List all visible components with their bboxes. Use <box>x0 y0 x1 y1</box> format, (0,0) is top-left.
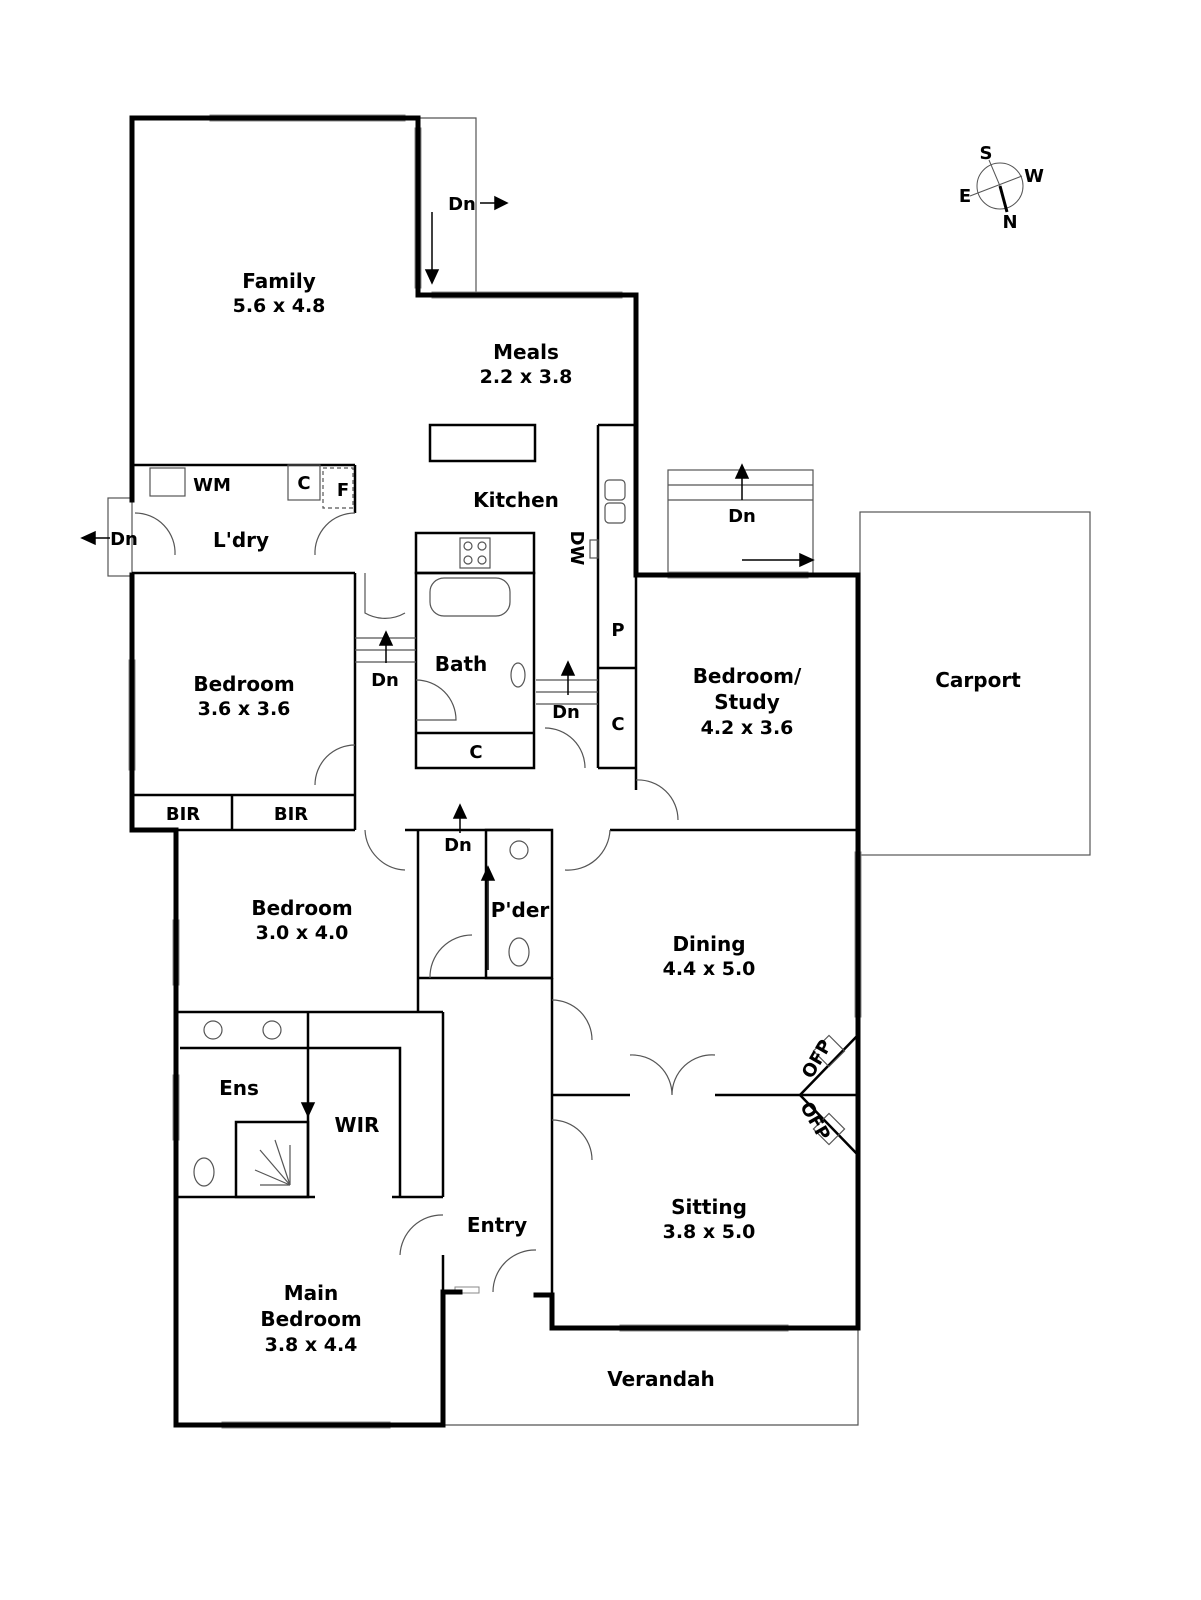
verandah-outline <box>443 1328 859 1426</box>
room-bath: Bath <box>435 652 488 676</box>
toilet-icon <box>193 1157 215 1187</box>
label-dn: Dn <box>110 529 138 550</box>
label-wm: WM <box>193 475 231 496</box>
label-dn: Dn <box>371 670 399 691</box>
room-verandah: Verandah <box>607 1367 715 1391</box>
label-cupboard: C <box>469 742 482 763</box>
label-bir: BIR <box>166 804 200 825</box>
sink-icon <box>604 502 626 524</box>
label-fridge: F <box>337 480 349 501</box>
basin-icon <box>509 840 529 860</box>
label-bir: BIR <box>274 804 308 825</box>
label-cupboard: C <box>297 473 310 494</box>
fixture-shapes <box>149 464 846 1187</box>
room-main-bedroom: Main <box>284 1281 339 1305</box>
label-dn: Dn <box>448 194 476 215</box>
washing-machine-shape <box>149 467 186 497</box>
compass-e: E <box>959 186 971 207</box>
compass-icon <box>969 159 1024 213</box>
basin-icon <box>510 662 526 688</box>
label-pantry: P <box>611 620 624 641</box>
room-bedroom1-dim: 3.6 x 3.6 <box>198 698 291 720</box>
toilet-icon <box>508 937 530 967</box>
room-ensuite: Ens <box>219 1076 259 1100</box>
room-main-bedroom-dim: 3.8 x 4.4 <box>265 1334 358 1356</box>
room-study-dim: 4.2 x 3.6 <box>701 717 794 739</box>
label-cupboard: C <box>611 714 624 735</box>
room-study-2: Study <box>714 690 780 714</box>
label-dn: Dn <box>552 702 580 723</box>
room-carport: Carport <box>935 668 1021 692</box>
compass-labels: S W E N <box>959 143 1044 233</box>
room-dining: Dining <box>672 932 745 956</box>
label-ofp: OFP <box>795 1098 834 1144</box>
room-dining-dim: 4.4 x 5.0 <box>663 958 756 980</box>
room-family-dim: 5.6 x 4.8 <box>233 295 326 317</box>
room-powder: P'der <box>491 898 550 922</box>
bathtub-icon <box>429 577 511 617</box>
room-main-bedroom-2: Bedroom <box>260 1307 361 1331</box>
room-sitting-dim: 3.8 x 5.0 <box>663 1221 756 1243</box>
label-ofp: OFP <box>798 1036 837 1082</box>
compass-n: N <box>1002 212 1017 233</box>
room-meals-dim: 2.2 x 3.8 <box>480 366 573 388</box>
room-laundry: L'dry <box>213 528 269 552</box>
room-study: Bedroom/ <box>693 664 802 688</box>
label-dw: DW <box>566 531 587 566</box>
stair-arrows <box>80 195 815 1118</box>
room-family: Family <box>242 269 316 293</box>
room-bedroom1: Bedroom <box>193 672 294 696</box>
interior-walls <box>132 423 859 1295</box>
room-wir: WIR <box>335 1113 380 1137</box>
label-dn: Dn <box>728 506 756 527</box>
room-kitchen: Kitchen <box>473 488 559 512</box>
cooktop-icon <box>459 537 491 569</box>
room-entry: Entry <box>467 1213 527 1237</box>
room-bedroom2: Bedroom <box>251 896 352 920</box>
compass-w: W <box>1024 166 1044 187</box>
room-sitting: Sitting <box>671 1195 747 1219</box>
door-swings <box>134 512 716 1293</box>
compass-s: S <box>980 143 993 164</box>
room-bedroom2-dim: 3.0 x 4.0 <box>256 922 349 944</box>
label-dn: Dn <box>444 835 472 856</box>
room-meals: Meals <box>493 340 559 364</box>
